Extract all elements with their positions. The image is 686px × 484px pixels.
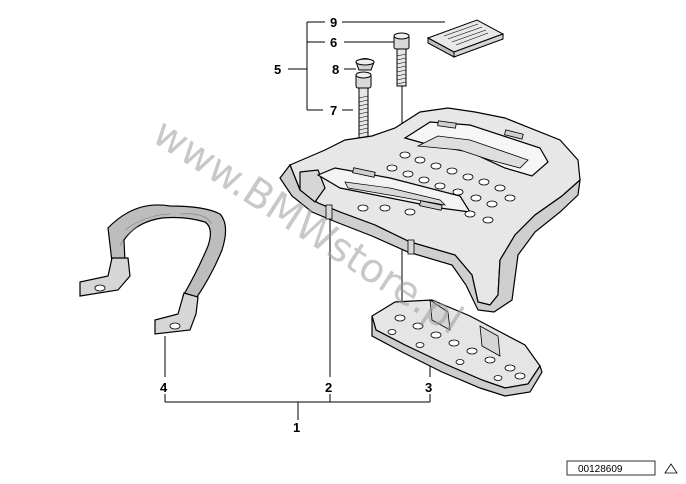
owner-manual-booklet (426, 19, 505, 58)
bolt-6 (393, 32, 410, 87)
callout-6: 6 (330, 35, 337, 50)
diagram-number: 00128609 (578, 464, 623, 475)
bolt-7 (355, 71, 372, 141)
callout-9: 9 (330, 15, 337, 30)
strap-holder (79, 204, 227, 335)
callout-5: 5 (274, 62, 281, 77)
callout-7: 7 (330, 103, 337, 118)
callout-3: 3 (425, 380, 432, 395)
base-plate (371, 299, 543, 397)
cap-8 (355, 58, 375, 71)
warning-triangle-icon (664, 463, 678, 474)
callout-4: 4 (160, 380, 168, 395)
callout-numbers: 1 2 3 4 5 6 7 8 9 (160, 15, 432, 435)
callout-1: 1 (293, 420, 300, 435)
diagram-number-box: 00128609 (566, 460, 656, 476)
callout-8: 8 (332, 62, 339, 77)
callout-2: 2 (325, 380, 332, 395)
luggage-rack (279, 107, 581, 313)
